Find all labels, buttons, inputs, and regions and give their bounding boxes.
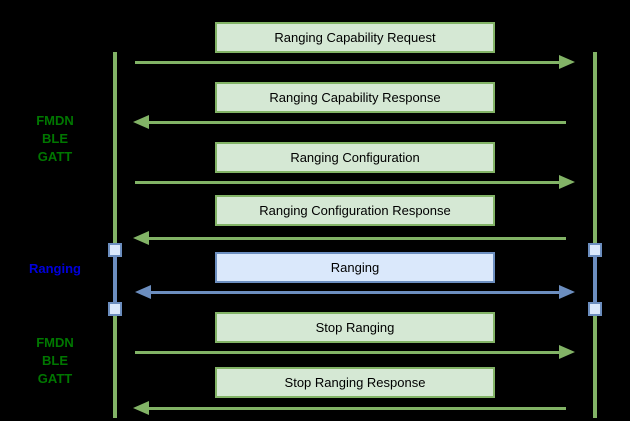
- message-box-ranging-capability-response: Ranging Capability Response: [215, 82, 495, 113]
- arrow-shaft: [146, 406, 566, 410]
- arrowhead-left-icon: [133, 231, 149, 245]
- message-label: Ranging Configuration: [290, 150, 420, 165]
- message-box-stop-ranging: Stop Ranging: [215, 312, 495, 343]
- arrow-shaft: [148, 290, 562, 294]
- left-lifeline: [113, 52, 117, 418]
- phase-label-line: BLE: [42, 353, 68, 368]
- arrow-stop-ranging-response: [133, 401, 566, 415]
- phase-label-line: Ranging: [29, 261, 81, 276]
- arrowhead-right-icon: [559, 285, 575, 299]
- arrow-ranging-capability-response: [133, 115, 566, 129]
- arrowhead-right-icon: [559, 55, 575, 69]
- arrow-ranging-configuration: [135, 175, 575, 189]
- phase-label-ranging: Ranging: [10, 260, 100, 278]
- left-session-end-marker: [108, 302, 122, 316]
- arrow-shaft: [135, 180, 562, 184]
- left-ranging-session-segment: [113, 250, 117, 310]
- arrow-shaft: [146, 120, 566, 124]
- phase-label-line: GATT: [37, 149, 73, 164]
- arrow-ranging-capability-request: [135, 55, 575, 69]
- message-box-ranging-configuration-response: Ranging Configuration Response: [215, 195, 495, 226]
- message-label: Stop Ranging: [315, 320, 395, 335]
- message-label: Ranging: [330, 260, 380, 275]
- phase-label-fmdn-ble-gatt-bottom: FMDN BLE GATT: [10, 334, 100, 388]
- phase-label-line: BLE: [42, 131, 68, 146]
- right-session-start-marker: [588, 243, 602, 257]
- arrow-stop-ranging: [135, 345, 575, 359]
- phase-label-line: FMDN: [36, 335, 74, 350]
- arrowhead-left-icon: [133, 115, 149, 129]
- phase-label-fmdn-ble-gatt-top: FMDN BLE GATT: [10, 112, 100, 166]
- phase-label-line: FMDN: [36, 113, 74, 128]
- message-label: Ranging Capability Response: [269, 90, 441, 105]
- right-session-end-marker: [588, 302, 602, 316]
- arrow-shaft: [135, 350, 562, 354]
- message-box-ranging-capability-request: Ranging Capability Request: [215, 22, 495, 53]
- message-label: Ranging Configuration Response: [259, 203, 451, 218]
- arrowhead-left-icon: [135, 285, 151, 299]
- arrow-shaft: [146, 236, 566, 240]
- left-session-start-marker: [108, 243, 122, 257]
- arrow-ranging-bidirectional: [135, 285, 575, 299]
- message-box-ranging-configuration: Ranging Configuration: [215, 142, 495, 173]
- message-box-stop-ranging-response: Stop Ranging Response: [215, 367, 495, 398]
- right-lifeline: [593, 52, 597, 418]
- arrowhead-right-icon: [559, 345, 575, 359]
- arrowhead-left-icon: [133, 401, 149, 415]
- arrow-shaft: [135, 60, 562, 64]
- phase-label-line: GATT: [37, 371, 73, 386]
- arrowhead-right-icon: [559, 175, 575, 189]
- message-label: Ranging Capability Request: [274, 30, 436, 45]
- message-box-ranging: Ranging: [215, 252, 495, 283]
- right-ranging-session-segment: [593, 250, 597, 310]
- arrow-ranging-configuration-response: [133, 231, 566, 245]
- message-label: Stop Ranging Response: [284, 375, 426, 390]
